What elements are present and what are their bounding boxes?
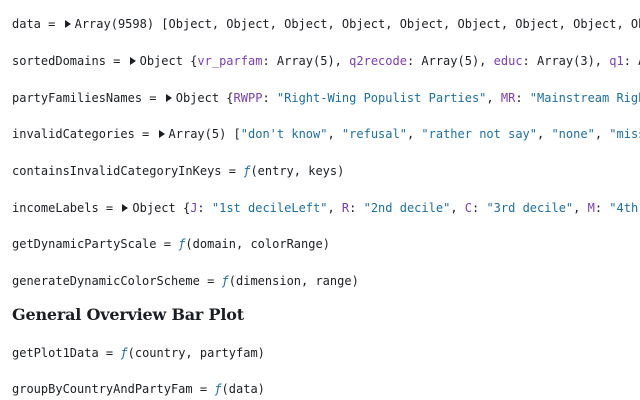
key-separator: : xyxy=(472,201,487,215)
cell-generate-dynamic-color-scheme[interactable]: generateDynamicColorScheme = ƒ(dimension… xyxy=(12,273,640,289)
equals-sign: = xyxy=(98,346,121,360)
object-value: : Array(5), xyxy=(406,54,494,68)
variable-name: getDynamicPartyScale xyxy=(12,237,157,251)
equals-sign: = xyxy=(134,127,157,141)
equals-sign: = xyxy=(221,164,244,178)
function-icon: ƒ xyxy=(214,382,222,396)
function-args: (country, partyfam) xyxy=(127,346,265,360)
cell-get-plot1-data[interactable]: getPlot1Data = ƒ(country, partyfam) xyxy=(12,345,640,361)
equals-sign: = xyxy=(142,91,164,105)
array-item: "none" xyxy=(551,127,595,141)
function-args: (data) xyxy=(221,382,265,396)
function-icon: ƒ xyxy=(120,346,128,360)
variable-name: data xyxy=(12,17,41,31)
object-key: q2recode xyxy=(349,54,407,68)
object-key: R xyxy=(341,201,350,215)
function-args: (entry, keys) xyxy=(250,164,345,178)
string-value: "Mainstream Right" xyxy=(529,91,640,105)
variable-name: getPlot1Data xyxy=(12,346,99,360)
cell-contains-invalid-category-in-keys[interactable]: containsInvalidCategoryInKeys = ƒ(entry,… xyxy=(12,163,640,179)
string-value: "1st decileLeft" xyxy=(211,201,328,215)
expand-caret-icon[interactable] xyxy=(158,130,165,138)
function-icon: ƒ xyxy=(178,237,186,251)
variable-name: generateDynamicColorScheme xyxy=(12,274,200,288)
expand-caret-icon[interactable] xyxy=(64,20,71,28)
variable-name: containsInvalidCategoryInKeys xyxy=(12,164,222,178)
variable-name: sortedDomains xyxy=(12,54,106,68)
string-value: "3rd decile" xyxy=(486,201,574,215)
object-key: educ xyxy=(493,54,523,68)
object-key: vr_parfam xyxy=(197,54,263,68)
variable-name: invalidCategories xyxy=(12,127,135,141)
object-prefix: Object { xyxy=(175,91,234,105)
cell-income-labels[interactable]: incomeLabels = Object {J: "1st decileLef… xyxy=(12,200,640,216)
object-key: q1 xyxy=(609,54,624,68)
cell-group-by-country-and-party-fam[interactable]: groupByCountryAndPartyFam = ƒ(data) xyxy=(12,381,640,397)
object-key: C xyxy=(464,201,472,215)
equals-sign: = xyxy=(192,382,215,396)
section-heading: General Overview Bar Plot xyxy=(12,305,244,324)
equals-sign: = xyxy=(98,201,121,215)
object-value: : Array(5), xyxy=(262,54,350,68)
object-prefix: Object { xyxy=(132,201,191,215)
array-item: "refusal" xyxy=(341,127,407,141)
entry-separator: , xyxy=(327,201,342,215)
string-value: "Right-Wing Populist Parties" xyxy=(276,91,487,105)
variable-name: groupByCountryAndPartyFam xyxy=(12,382,193,396)
array-prefix: Array(5) [ xyxy=(168,127,241,141)
equals-sign: = xyxy=(156,237,179,251)
entry-separator: , xyxy=(486,91,501,105)
variable-name: partyFamiliesNames xyxy=(12,91,143,105)
array-item: "rather not say" xyxy=(421,127,537,141)
string-value: "4th decile" xyxy=(609,201,640,215)
function-args: (dimension, range) xyxy=(228,274,359,288)
cell-data[interactable]: data = Array(9598) [Object, Object, Obje… xyxy=(12,16,640,32)
entry-separator: , xyxy=(450,201,465,215)
object-key: MR xyxy=(500,91,516,105)
function-args: (domain, colorRange) xyxy=(185,237,330,251)
expand-caret-icon[interactable] xyxy=(129,57,136,65)
cell-sorted-domains[interactable]: sortedDomains = Object {vr_parfam: Array… xyxy=(12,53,640,69)
function-icon: ƒ xyxy=(221,274,229,288)
cell-get-dynamic-party-scale[interactable]: getDynamicPartyScale = ƒ(domain, colorRa… xyxy=(12,236,640,252)
key-separator: : xyxy=(262,91,277,105)
object-value: : Array(2), xyxy=(623,54,640,68)
object-prefix: Object { xyxy=(139,54,198,68)
function-icon: ƒ xyxy=(243,164,251,178)
array-item: "missing" xyxy=(609,127,640,141)
string-value: "2nd decile" xyxy=(363,201,451,215)
cell-invalid-categories[interactable]: invalidCategories = Array(5) ["don't kno… xyxy=(12,126,640,142)
equals-sign: = xyxy=(105,54,128,68)
equals-sign: = xyxy=(199,274,222,288)
object-key: J xyxy=(190,201,198,215)
expand-caret-icon[interactable] xyxy=(165,94,172,102)
entry-separator: , xyxy=(573,201,588,215)
key-separator: : xyxy=(594,201,610,215)
cell-party-families-names[interactable]: partyFamiliesNames = Object {RWPP: "Righ… xyxy=(12,90,640,106)
object-value: : Array(3), xyxy=(522,54,610,68)
notebook: data = Array(9598) [Object, Object, Obje… xyxy=(12,0,640,400)
value-summary: Array(9598) [Object, Object, Object, Obj… xyxy=(74,17,640,31)
object-key: RWPP xyxy=(233,91,263,105)
key-separator: : xyxy=(197,201,212,215)
object-key: M xyxy=(587,201,595,215)
variable-name: incomeLabels xyxy=(12,201,99,215)
key-separator: : xyxy=(515,91,530,105)
key-separator: : xyxy=(349,201,364,215)
expand-caret-icon[interactable] xyxy=(122,204,129,212)
array-item: "don't know" xyxy=(240,127,328,141)
equals-sign: = xyxy=(40,17,63,31)
